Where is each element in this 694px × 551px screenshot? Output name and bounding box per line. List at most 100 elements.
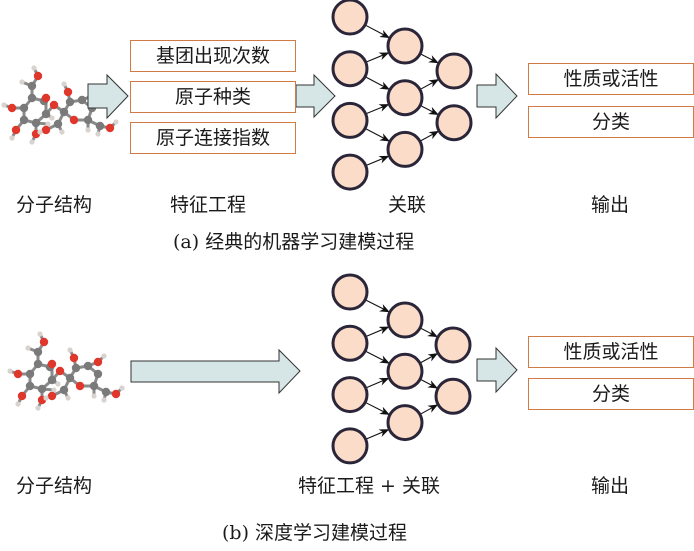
network-node (435, 52, 473, 90)
hydrogen-atom (37, 331, 43, 337)
network-edge (419, 79, 440, 91)
carbon-atom (27, 81, 37, 91)
oxygen-atom (47, 391, 57, 401)
carbon-atom (41, 109, 51, 119)
network-node (331, 50, 369, 88)
arrow-network-to-output-a (476, 72, 518, 120)
carbon-atom (37, 384, 47, 394)
carbon-atom (89, 381, 99, 391)
oxygen-atom (93, 357, 103, 367)
carbon-atom (59, 107, 69, 117)
label-molecular-structure-a: 分子结构 (16, 194, 93, 216)
hydrogen-atom (49, 115, 55, 121)
oxygen-atom (13, 369, 23, 379)
carbon-atom (31, 118, 41, 128)
network-edge (365, 377, 390, 389)
network-node (386, 301, 424, 339)
oxygen-atom (41, 93, 51, 103)
hydrogen-atom (65, 395, 71, 401)
label-feature-engineering: 特征工程 (170, 194, 247, 216)
network-edge (364, 76, 390, 90)
hydrogen-atom (101, 397, 107, 403)
carbon-atom (19, 103, 29, 113)
hydrogen-atom (55, 381, 61, 387)
carbon-atom (101, 387, 111, 397)
carbon-atom (71, 363, 81, 373)
network-edge (419, 378, 438, 389)
output-box-classification-a: 分类 (528, 106, 694, 138)
carbon-atom (95, 121, 105, 131)
arrow-structure-to-features (87, 73, 129, 120)
oxygen-atom (49, 100, 59, 110)
network-node (386, 404, 424, 442)
network-edge (365, 104, 390, 115)
output-label: 性质或活性 (563, 340, 659, 363)
output-box-property-a: 性质或活性 (528, 63, 694, 95)
hydrogen-atom (91, 393, 97, 399)
caption-a: (a) 经典的机器学习建模过程 (173, 231, 415, 253)
hydrogen-atom (37, 129, 43, 135)
carbon-atom (53, 119, 63, 129)
network-node (386, 352, 424, 390)
network-edge (364, 127, 390, 142)
label-output-b: 输出 (591, 475, 630, 497)
carbon-atom (19, 115, 29, 125)
oxygen-atom (11, 125, 21, 135)
network-edge (365, 52, 390, 63)
hydrogen-atom (25, 345, 31, 351)
output-label: 分类 (591, 110, 630, 133)
feature-box-atom-type: 原子种类 (130, 81, 296, 113)
hydrogen-atom (1, 102, 7, 108)
oxygen-atom (33, 71, 43, 81)
network-edge (364, 401, 390, 415)
arrow-network-to-output-b (476, 346, 518, 394)
hydrogen-atom (9, 135, 15, 141)
output-box-classification-b: 分类 (528, 378, 694, 410)
carbon-atom (65, 97, 75, 107)
hydrogen-atom (45, 121, 51, 127)
carbon-atom (47, 375, 57, 385)
network-edge (365, 155, 390, 167)
label-output-a: 输出 (591, 194, 630, 216)
neural-network-b (331, 273, 472, 465)
network-edge (419, 327, 438, 338)
network-node (331, 101, 369, 139)
hydrogen-atom (85, 127, 91, 133)
network-edge (419, 404, 439, 415)
carbon-atom (25, 381, 35, 391)
carbon-atom (33, 359, 43, 369)
hydrogen-atom (95, 131, 101, 137)
network-edge (419, 104, 439, 116)
oxygen-atom (47, 359, 57, 369)
oxygen-atom (55, 366, 65, 376)
hydrogen-atom (19, 79, 25, 85)
label-association: 关联 (388, 194, 427, 216)
network-node (331, 427, 369, 465)
oxygen-atom (7, 103, 17, 113)
network-edge (419, 353, 439, 364)
carbon-atom (33, 347, 43, 357)
caption-b: (b) 深度学习建模过程 (222, 522, 408, 544)
hydrogen-atom (15, 401, 21, 407)
carbon-atom (25, 369, 35, 379)
network-node (331, 273, 369, 311)
network-edge (364, 299, 390, 313)
oxygen-atom (41, 125, 51, 135)
label-feature-and-association: 特征工程 + 关联 (298, 475, 440, 497)
network-node (386, 79, 424, 117)
carbon-atom (93, 369, 103, 379)
network-edge (364, 24, 390, 39)
network-edge (365, 429, 390, 440)
network-node (435, 104, 473, 142)
network-node (386, 27, 424, 65)
hydrogen-atom (29, 139, 35, 145)
hydrogen-atom (43, 395, 49, 401)
network-edge (419, 130, 440, 142)
molecule-structure-a (1, 65, 119, 145)
hydrogen-atom (119, 385, 125, 391)
hydrogen-atom (31, 65, 37, 71)
feature-label: 原子种类 (174, 85, 251, 108)
oxygen-atom (69, 115, 79, 125)
